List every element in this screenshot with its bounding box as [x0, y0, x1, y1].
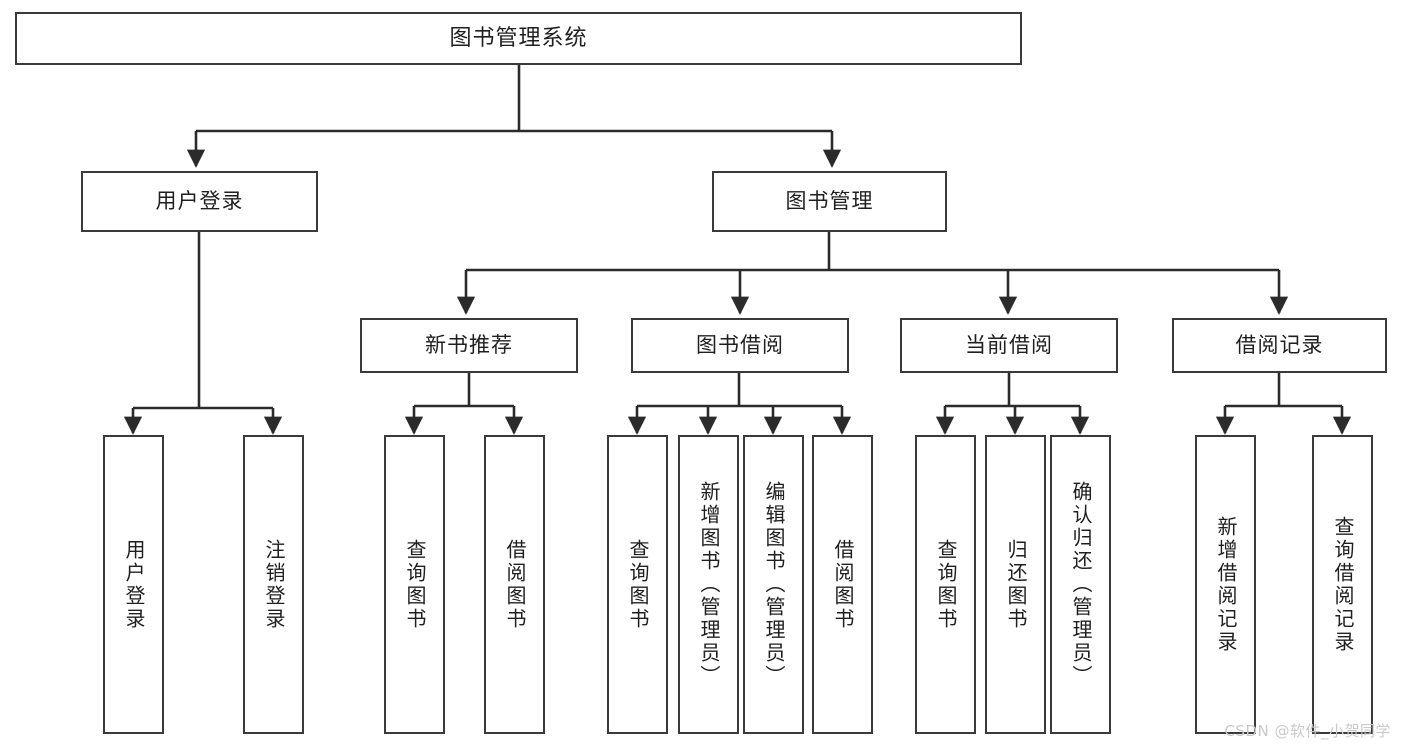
leaf-add-book-admin[interactable]: 新增图书（管理员）	[678, 435, 739, 734]
leaf-borrow-book-new[interactable]: 借阅图书	[484, 435, 545, 734]
leaf-label: 查询图书	[403, 538, 427, 631]
leaf-label: 查询借阅记录	[1331, 515, 1355, 654]
leaf-label: 查询图书	[934, 538, 958, 631]
node-new-book-recommend[interactable]: 新书推荐	[360, 318, 578, 373]
leaf-label: 新增借阅记录	[1214, 515, 1238, 654]
leaf-query-book-new[interactable]: 查询图书	[384, 435, 445, 734]
leaf-borrow-book[interactable]: 借阅图书	[812, 435, 873, 734]
leaf-user-login[interactable]: 用户登录	[103, 435, 164, 734]
leaf-add-borrow-record[interactable]: 新增借阅记录	[1195, 435, 1256, 734]
node-current-borrow[interactable]: 当前借阅	[900, 318, 1118, 373]
leaf-label: 借阅图书	[503, 538, 527, 631]
leaf-query-borrow-record[interactable]: 查询借阅记录	[1312, 435, 1373, 734]
node-book-management[interactable]: 图书管理	[712, 171, 947, 232]
leaf-confirm-return-admin[interactable]: 确认归还（管理员）	[1050, 435, 1111, 734]
node-book-borrow[interactable]: 图书借阅	[631, 318, 849, 373]
node-borrow-records[interactable]: 借阅记录	[1172, 318, 1387, 373]
leaf-label: 归还图书	[1004, 538, 1028, 631]
node-root[interactable]: 图书管理系统	[15, 12, 1022, 65]
leaf-query-book-borrow[interactable]: 查询图书	[607, 435, 668, 734]
leaf-label: 注销登录	[262, 538, 286, 631]
leaf-label: 确认归还（管理员）	[1069, 481, 1093, 688]
leaf-edit-book-admin[interactable]: 编辑图书（管理员）	[743, 435, 804, 734]
leaf-return-book[interactable]: 归还图书	[985, 435, 1046, 734]
leaf-label: 编辑图书（管理员）	[762, 481, 786, 688]
leaf-logout[interactable]: 注销登录	[243, 435, 304, 734]
leaf-label: 用户登录	[122, 538, 146, 631]
leaf-label: 查询图书	[626, 538, 650, 631]
leaf-label: 新增图书（管理员）	[697, 481, 721, 688]
node-user-login[interactable]: 用户登录	[81, 171, 318, 232]
watermark: CSDN @软件_小贺同学	[1224, 722, 1391, 740]
leaf-query-book-current[interactable]: 查询图书	[915, 435, 976, 734]
leaf-label: 借阅图书	[831, 538, 855, 631]
